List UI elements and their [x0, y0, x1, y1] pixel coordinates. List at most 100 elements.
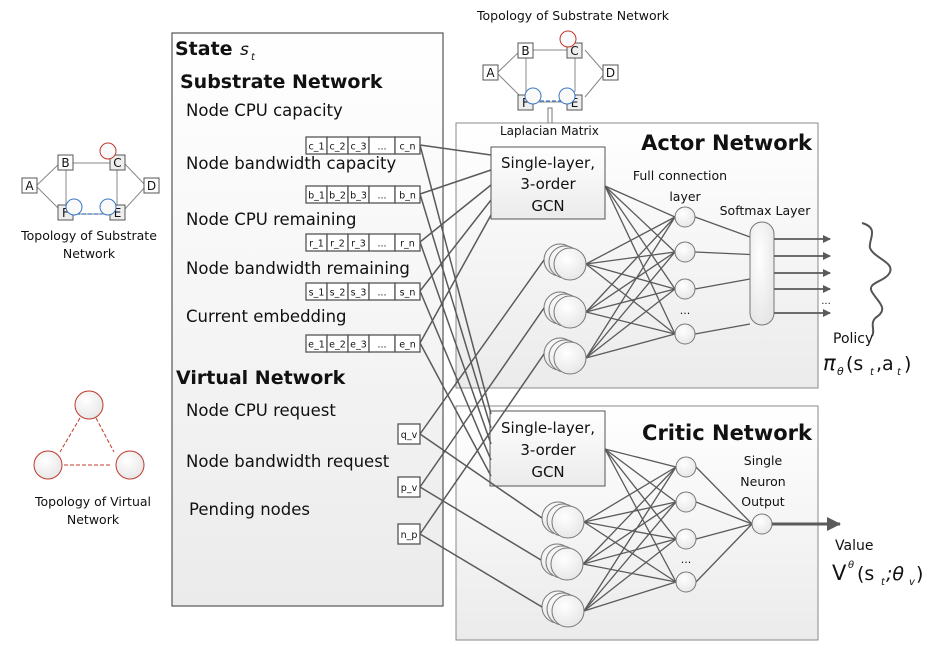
- substrate-feature-label: Node CPU capacity: [186, 101, 343, 120]
- softmax-layer: [749, 221, 775, 326]
- svg-text:E: E: [571, 96, 579, 110]
- connection-line: [695, 523, 753, 583]
- svg-text:D: D: [147, 179, 156, 193]
- critic-gcn-label: Single-layer,: [501, 419, 595, 437]
- feature-cell-label: b_3: [350, 191, 367, 202]
- feature-cell-label: c_1: [308, 142, 324, 153]
- substrate-network-heading: Substrate Network: [180, 71, 383, 93]
- connection-line: [583, 501, 677, 523]
- connection-line: [585, 216, 676, 265]
- connection-line: [583, 501, 677, 612]
- connection-line: [695, 466, 753, 525]
- single-output-neuron: [751, 513, 773, 535]
- connection-line: [604, 185, 676, 335]
- svg-text:B: B: [521, 44, 529, 58]
- feature-cell-label: ...: [377, 142, 386, 153]
- top-topology-caption: Topology of Substrate Network: [476, 8, 670, 23]
- connection-line: [604, 185, 676, 253]
- state-to-actor-input-link: [419, 259, 545, 435]
- value-formula-close: ): [916, 563, 923, 585]
- actor-network-title: Actor Network: [641, 131, 813, 155]
- substrate-node-b: [57, 154, 74, 171]
- connection-line: [582, 466, 677, 565]
- virtual-mapping-circle: [99, 198, 117, 216]
- critic-hidden-neuron: [675, 528, 697, 550]
- connection-line: [582, 563, 677, 583]
- connection-line: [604, 185, 676, 218]
- state-symbol: s: [240, 40, 249, 60]
- virtual-feature-cell-label: q_v: [401, 430, 418, 441]
- state-to-critic-gcn-link: [419, 290, 492, 461]
- state-symbol-subscript: t: [251, 52, 256, 63]
- svg-text:F: F: [62, 206, 69, 220]
- connection-line: [695, 523, 753, 540]
- connection-line: [582, 501, 677, 565]
- value-formula-sup: θ: [848, 560, 854, 571]
- connection-line: [585, 263, 676, 290]
- substrate-topology-caption: Topology of Substrate: [20, 228, 157, 243]
- svg-text:A: A: [25, 179, 34, 193]
- substrate-node-d: [143, 177, 160, 194]
- feature-cell-label: r_3: [351, 239, 366, 250]
- critic-ellipsis: ...: [681, 553, 692, 566]
- critic-hidden-neuron: [675, 571, 697, 593]
- substrate-node-a: [21, 177, 38, 194]
- substrate-node-a: [482, 64, 499, 81]
- feature-cell-label: s_1: [309, 288, 325, 299]
- feature-cell-label: b_1: [308, 191, 325, 202]
- state-to-critic-input-link: [419, 486, 542, 561]
- substrate-feature-label: Node bandwidth capacity: [186, 154, 396, 173]
- state-panel: [171, 32, 444, 607]
- substrate-feature-label: Node CPU remaining: [186, 210, 356, 229]
- policy-formula-args-sub: t: [870, 367, 875, 378]
- virtual-mapping-circle: [65, 198, 83, 216]
- feature-cell-label: e_2: [329, 340, 346, 351]
- top-substrate-topology: A B C D E F: [482, 30, 619, 111]
- connection-line: [604, 185, 676, 290]
- state-to-critic-gcn-link: [419, 193, 492, 429]
- critic-network-title: Critic Network: [642, 421, 813, 445]
- connection-line: [694, 278, 751, 290]
- feature-cell-label: ...: [377, 191, 386, 202]
- svg-text:D: D: [606, 66, 615, 80]
- state-to-critic-gcn-link: [419, 144, 492, 415]
- connection-line: [694, 323, 751, 335]
- virtual-mapping-circle: [558, 87, 576, 105]
- input-node-stack: [540, 543, 584, 581]
- feature-cell-label: c_3: [350, 142, 366, 153]
- feature-cell-label: ...: [377, 239, 386, 250]
- connection-line: [583, 538, 677, 612]
- connection-line: [585, 288, 676, 313]
- connection-line: [583, 521, 677, 540]
- connection-line: [695, 501, 753, 525]
- connection-line: [585, 288, 676, 359]
- substrate-topology-caption-2: Network: [63, 246, 116, 261]
- critic-hidden-neuron: [675, 491, 697, 513]
- value-formula-args2: ;θ: [886, 563, 904, 585]
- policy-label: Policy: [833, 331, 873, 347]
- state-title: State: [175, 38, 233, 60]
- connection-line: [604, 448, 677, 583]
- value-formula: V: [832, 561, 847, 585]
- feature-cell-label: e_n: [399, 340, 416, 351]
- single-neuron-label: Single: [744, 453, 783, 468]
- virtual-feature-label: Pending nodes: [189, 500, 310, 519]
- input-node-stack: [543, 243, 587, 281]
- critic-gcn-box: [489, 410, 606, 487]
- feature-cell-label: s_2: [330, 288, 346, 299]
- virtual-feature-cell-label: p_v: [401, 483, 418, 494]
- state-to-actor-gcn-link: [419, 144, 492, 156]
- feature-cell-label: r_2: [330, 239, 345, 250]
- input-node-stack: [541, 590, 585, 628]
- connection-line: [604, 448, 677, 503]
- connection-line: [694, 216, 751, 238]
- svg-text:C: C: [113, 156, 121, 170]
- virtual-topology-caption: Topology of Virtual: [34, 494, 151, 509]
- state-to-critic-input-link: [419, 533, 543, 608]
- virtual-mapping-circle: [524, 87, 542, 105]
